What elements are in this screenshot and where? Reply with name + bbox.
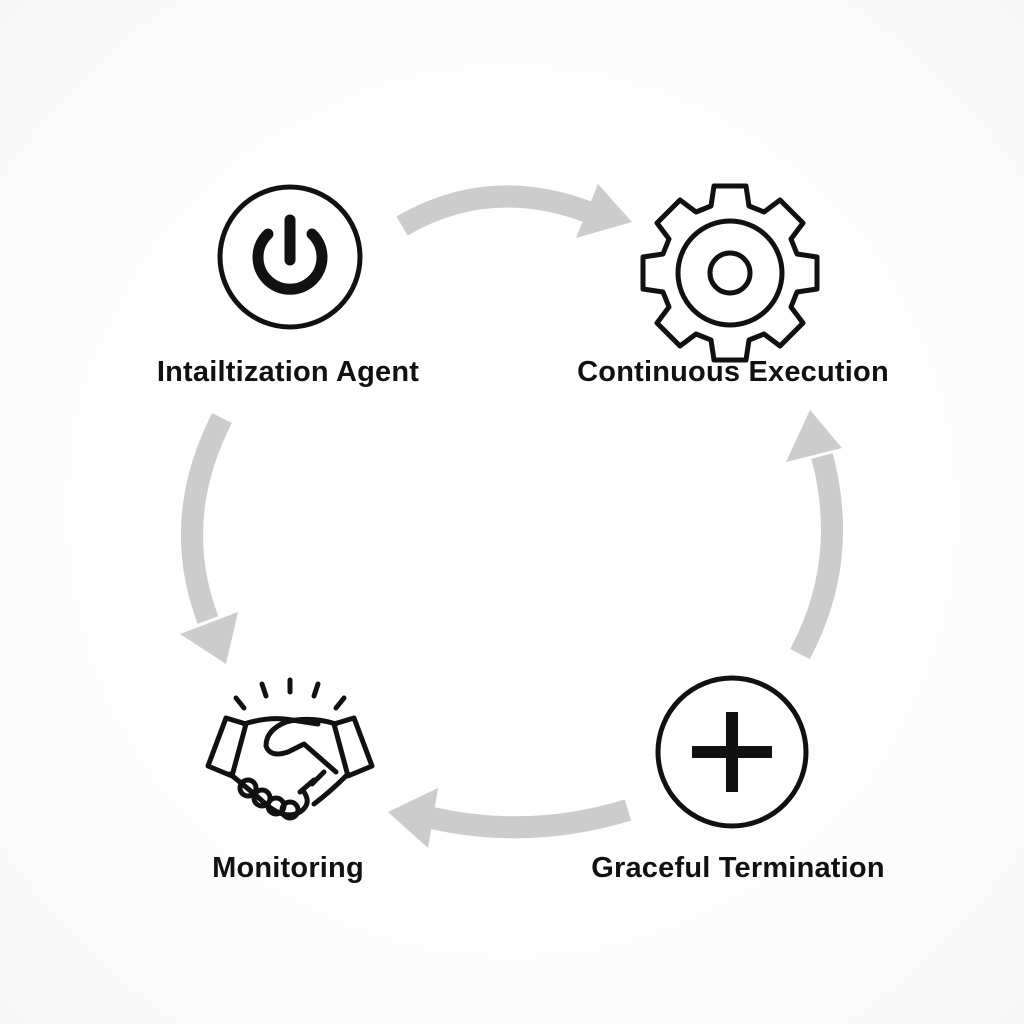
handshake-icon [205, 677, 375, 821]
arrow-term-to-exec [790, 453, 843, 660]
label-graceful-termination: Graceful Termination [591, 852, 885, 884]
power-icon [217, 184, 363, 330]
plus-circle-icon [655, 675, 809, 829]
label-monitoring: Monitoring [212, 852, 364, 884]
label-continuous-execution: Continuous Execution [577, 356, 889, 388]
arrowhead-init-to-exec [576, 184, 632, 238]
arrow-init-to-mon [181, 413, 232, 624]
label-initialization-agent: Intailtization Agent [156, 356, 420, 388]
arrowhead-term-to-mon [388, 788, 438, 848]
arrowhead-init-to-mon [180, 612, 238, 664]
arrowhead-term-to-exec [786, 410, 842, 462]
arrow-init-to-exec [396, 185, 592, 236]
arrow-term-to-mon [429, 799, 632, 839]
gear-icon [640, 183, 820, 363]
